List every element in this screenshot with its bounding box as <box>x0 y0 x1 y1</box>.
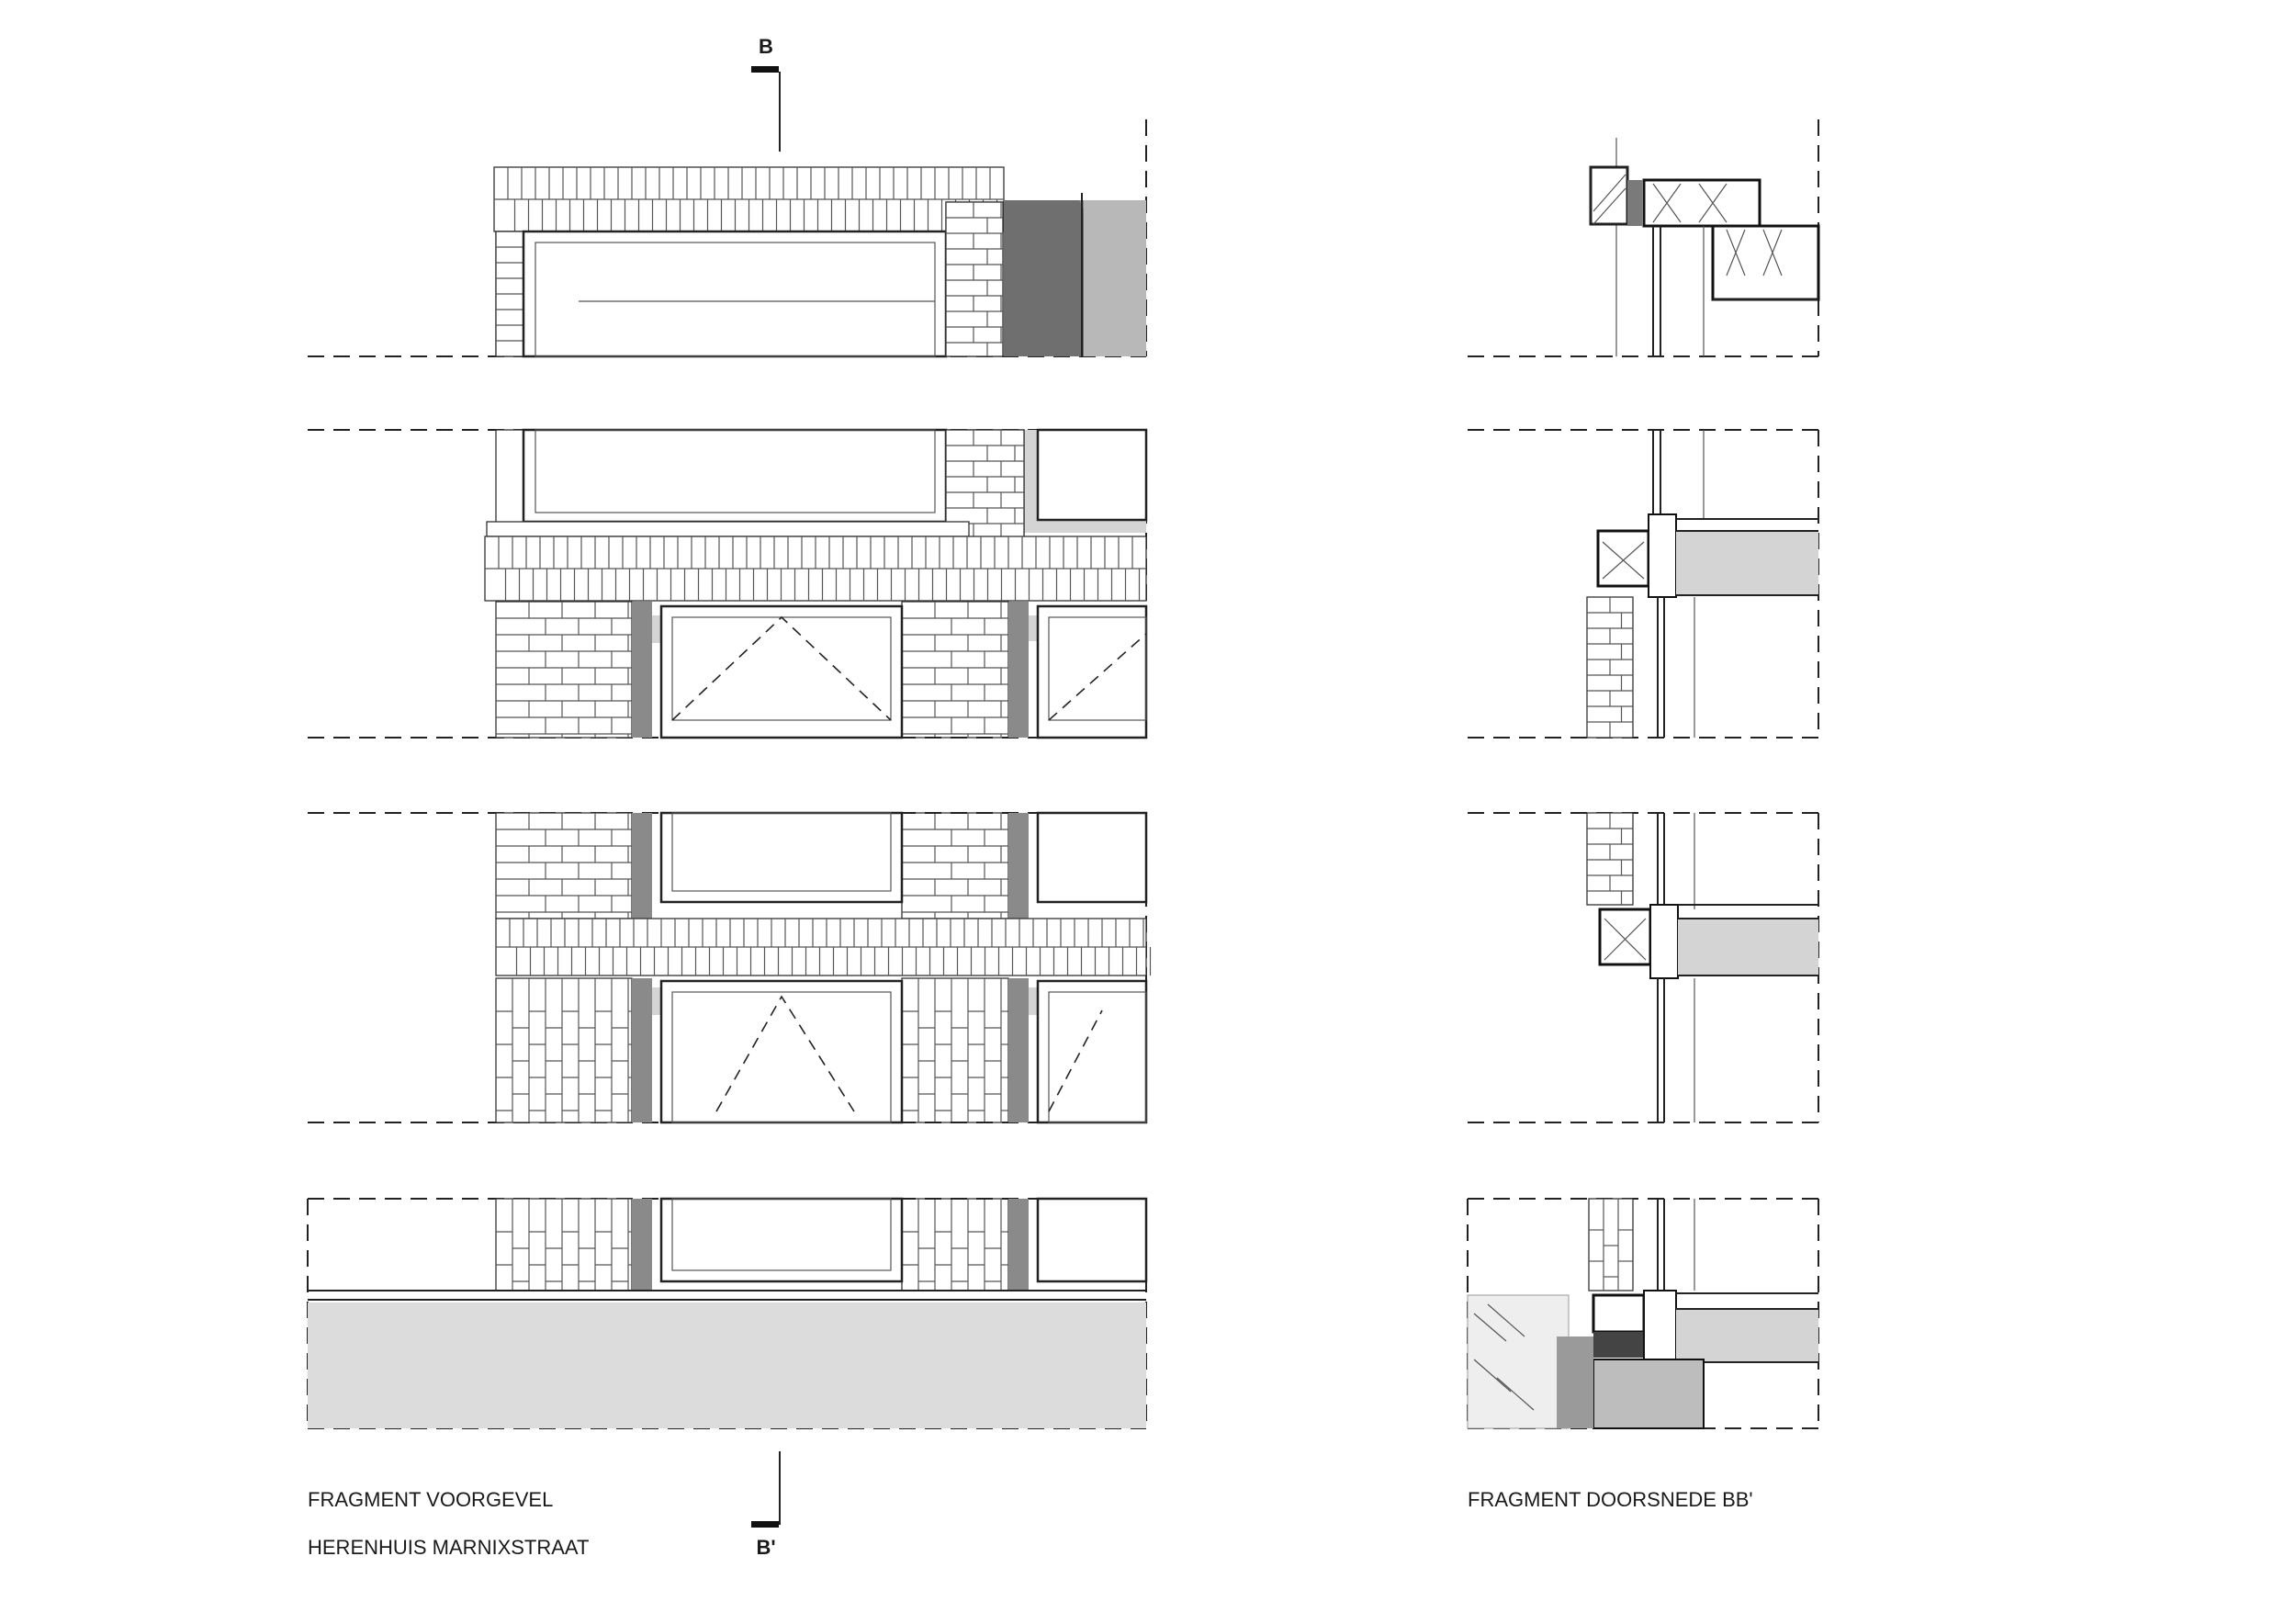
elevation-fragment-3 <box>308 811 1152 1124</box>
section-mark-b: B <box>759 35 773 58</box>
elevation-fragment-1 <box>308 119 1147 358</box>
section-marker-bottom: B' <box>751 1451 781 1559</box>
elevation-fragment-4 <box>307 1197 1148 1429</box>
section-fragment-4 <box>1467 1198 1819 1429</box>
brick-pier <box>901 977 1009 1123</box>
brick-pier <box>901 1198 1009 1291</box>
section-title: FRAGMENT DOORSNEDE BB' <box>1468 1488 1753 1511</box>
section-fragment-3 <box>1468 812 1819 1123</box>
elevation-subtitle: HERENHUIS MARNIXSTRAAT <box>308 1536 589 1559</box>
section-fragment-1 <box>1468 119 1820 357</box>
elevation-title: FRAGMENT VOORGEVEL <box>308 1488 553 1511</box>
brick-pier <box>901 812 1009 919</box>
section-fragment-2 <box>1468 429 1819 739</box>
section-mark-b-prime: B' <box>756 1536 775 1559</box>
brick-pier <box>901 601 1009 739</box>
elevation-fragment-2 <box>308 428 1148 739</box>
section-marker-top: B <box>751 35 781 152</box>
